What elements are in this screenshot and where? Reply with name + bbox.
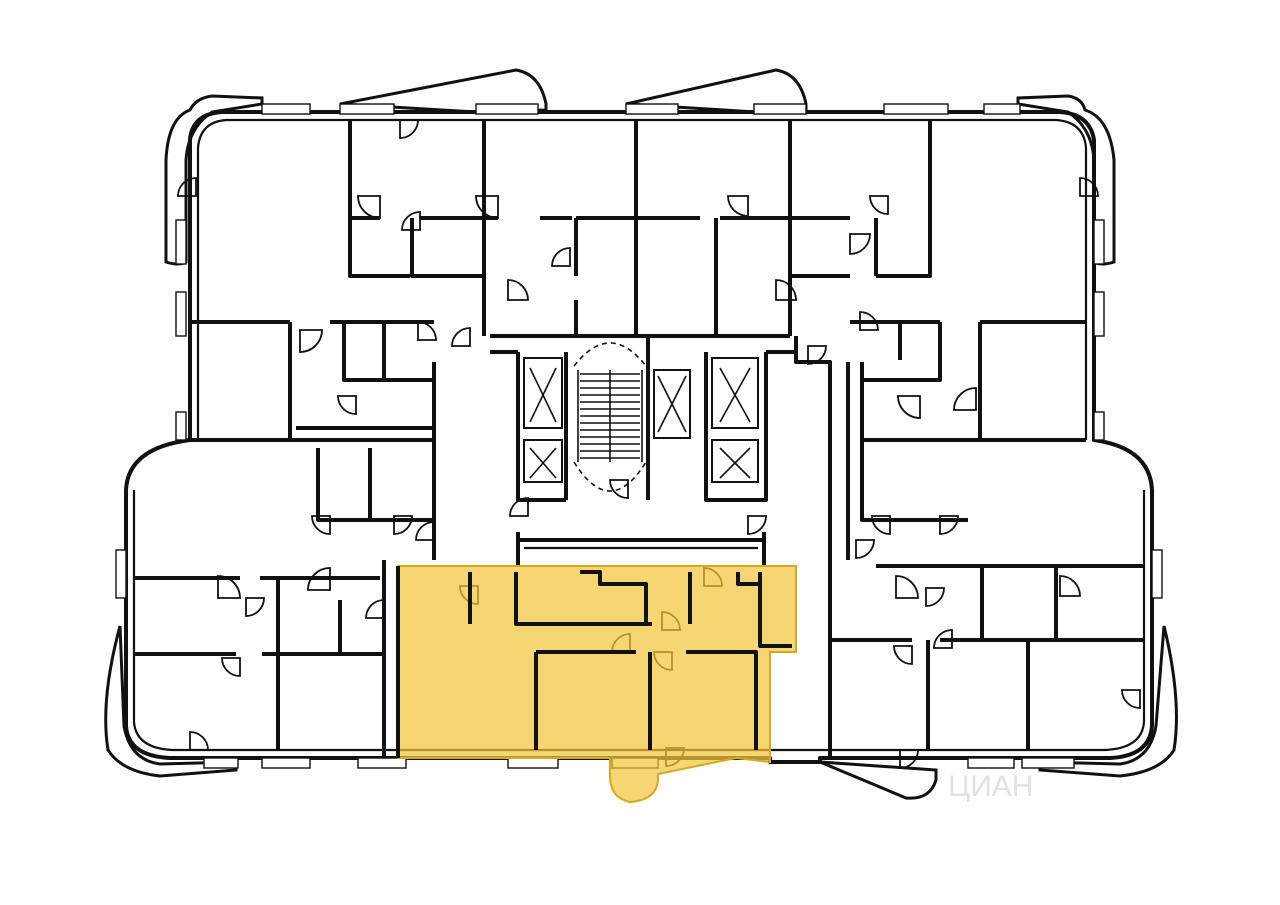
door-swing <box>299 329 323 353</box>
door-swing <box>895 575 919 599</box>
building-outline <box>104 68 1178 800</box>
door-swing <box>401 211 421 231</box>
watermark: ЦИАН <box>948 770 1033 803</box>
door-swing <box>357 195 381 219</box>
door-swing <box>399 119 419 139</box>
door-swing <box>221 657 241 677</box>
door-swing <box>475 195 499 219</box>
door-swing <box>177 177 197 197</box>
watermark-text: ЦИАН <box>948 770 1033 803</box>
door-swing <box>189 731 209 751</box>
door-swing <box>415 521 435 541</box>
door-swing <box>337 395 357 415</box>
windows <box>115 103 1163 769</box>
elevators <box>523 357 759 483</box>
door-swing <box>307 567 331 591</box>
door-swing <box>855 539 875 559</box>
door-swing <box>869 195 889 215</box>
door-swing <box>507 279 529 301</box>
door-swing <box>925 587 945 607</box>
door-swing <box>311 515 331 535</box>
door-swing <box>953 387 977 411</box>
door-swing <box>897 395 921 419</box>
door-swing <box>849 233 871 255</box>
door-swing <box>1059 575 1081 597</box>
door-swing <box>217 575 241 599</box>
highlighted-apartment[interactable] <box>396 565 797 804</box>
door-swing <box>727 195 749 217</box>
door-swing <box>609 479 629 499</box>
door-swing <box>451 327 471 347</box>
door-swing <box>1079 177 1099 197</box>
door-swing <box>939 515 959 535</box>
door-swing <box>417 321 437 341</box>
door-swing <box>245 597 265 617</box>
interior-walls <box>134 120 1144 758</box>
door-swing <box>933 629 953 649</box>
door-swing <box>365 599 385 619</box>
door-swing <box>551 247 571 267</box>
staircase <box>573 342 647 492</box>
door-swing <box>1121 689 1141 709</box>
door-swing <box>899 749 919 769</box>
door-swing <box>871 515 891 535</box>
door-swing <box>509 497 529 517</box>
door-swing <box>807 345 827 365</box>
door-swing <box>393 515 413 535</box>
door-swing <box>747 515 767 535</box>
door-swing <box>893 645 913 665</box>
door-swing <box>775 279 797 301</box>
door-swing <box>859 311 879 331</box>
